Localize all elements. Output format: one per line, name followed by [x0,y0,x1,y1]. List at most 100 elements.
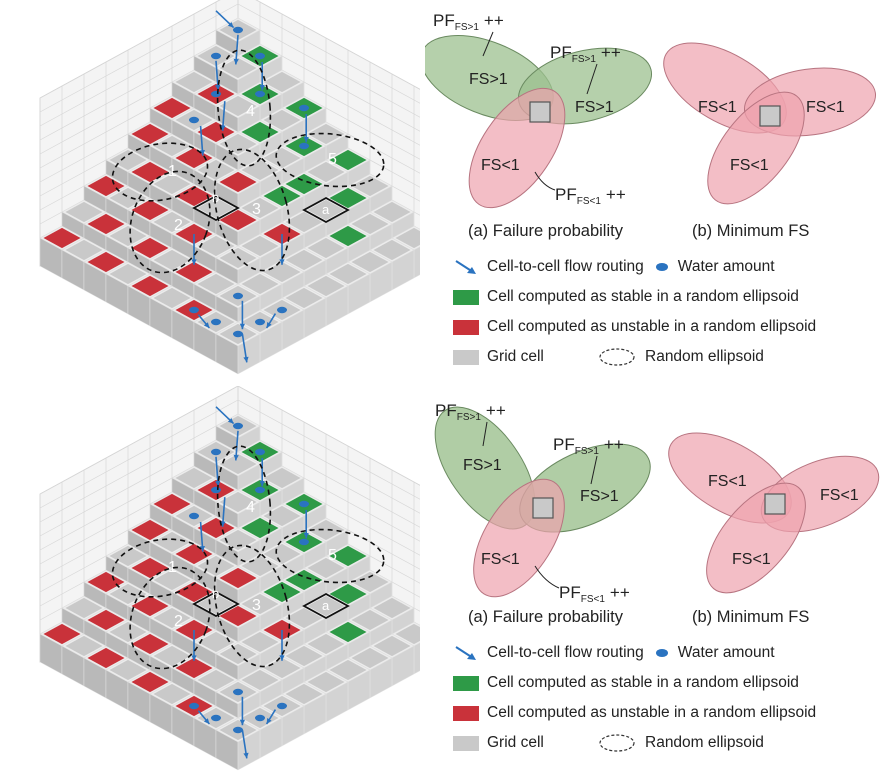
ellipsoid-label-5: 5 [328,151,337,168]
flow-arrowhead [227,22,234,28]
pf-leader-3 [534,171,556,191]
unstable-cell [197,121,235,143]
flow-arrowhead [259,85,265,91]
venn-label-fs-lt1: FS<1 [481,551,520,568]
grid-cell [351,647,389,669]
ellipsoid-label-1: 1 [168,163,177,180]
grid-cell [263,147,301,169]
stable-cell [285,173,323,195]
venn-label-fs-lt1: FS<1 [481,157,520,174]
ellipsoid-label-3: 3 [252,597,261,614]
grid-cell [219,133,257,155]
grid-cell [197,273,235,295]
grid-line [39,386,239,495]
unstable-cell [87,175,125,197]
water-drop [233,688,243,696]
ellipsoid-3 [213,148,291,272]
legend-row-flow: Cell-to-cell flow routing Water amount [453,641,775,665]
pf-fs-gt1-label-left: PFFS>1++ [433,11,504,33]
grid-cell [241,593,279,615]
water-drop [299,104,309,112]
caption-failure-probability: (a) Failure probability [468,222,623,240]
grid-cell [351,175,389,197]
grid-cell [153,249,191,271]
water-drop [233,422,243,430]
flow-arrowhead [233,454,239,461]
grid-cell [153,607,191,629]
water-drop [255,486,265,494]
grid-line [237,399,420,500]
flow-arrowhead [239,323,245,330]
grid-cell [263,109,301,131]
legend-row-stable: Cell computed as stable in a random elli… [453,285,799,309]
water-drop [211,52,221,60]
legend-flow-label: Cell-to-cell flow routing [487,258,644,275]
unstable-cell [175,185,213,207]
flow-arrow-icon [455,260,476,274]
pf-fs-lt1-label: PFFS<1++ [555,185,626,207]
stable-cell [329,545,367,567]
venn-label-fs-gt1-b: FS>1 [580,488,619,505]
flow-arrowhead [303,137,309,143]
venn-failure-probability: FS>1 FS>1 FS<1 PFFS>1++ PFFS>1++ PFFS<1+… [425,11,653,209]
highlight-cell-b [192,590,240,618]
grid-line [39,413,239,523]
grid-cell [373,635,411,657]
legend-water-label: Water amount [677,258,775,275]
grid-line [39,0,221,99]
water-drop [233,330,243,338]
grid-line [237,386,420,486]
grid-cell [307,275,345,297]
grid-cell [285,287,323,309]
grid-cell [307,557,345,579]
legend-water-label: Water amount [677,644,775,661]
ellipsoid-label-2: 2 [174,217,183,234]
grid-cell [109,659,147,681]
stable-swatch [453,675,479,691]
grid-cell [373,597,411,619]
grid-cell [197,631,235,653]
stable-cell [329,149,367,171]
legend-grid-label: Grid cell [487,734,544,751]
unstable-cell [87,647,125,669]
unstable-cell [87,251,125,273]
venn-center-cell [529,101,551,123]
water-drop [255,714,265,722]
ellipsoid-1 [111,142,209,202]
grid-line [237,17,420,118]
grid-cell [395,227,420,249]
grid-cell [241,669,279,691]
pf-fs-gt1-label-left: PFFS>1++ [435,401,506,423]
grid-cell [65,239,103,261]
flow-arrow-icon [455,646,476,660]
ellipsoid-4 [216,445,272,563]
grid-cell [109,263,147,285]
flow-arrowhead [199,546,205,552]
grid-line [237,413,420,514]
pf-fs-gt1-label-right: PFFS>1++ [553,435,624,457]
unstable-cell [131,595,169,617]
flow-arrowhead [266,322,272,328]
water-drop [189,512,199,520]
ellipsoid-2 [129,170,211,274]
unstable-cell [153,97,191,119]
unstable-swatch [453,705,479,721]
cell-label-a: a [322,598,330,613]
venn-b-label-2: FS<1 [806,99,845,116]
flow-arrowhead [279,259,285,265]
legend-ellipsoid-label: Random ellipsoid [645,734,764,751]
grid-cell [175,467,213,489]
water-drop-icon [655,649,668,657]
venn-b-label-1: FS<1 [698,99,737,116]
legend-unstable-label: Cell computed as unstable in a random el… [487,704,817,721]
grid-cell [285,211,323,233]
grid-cell [307,161,345,183]
unstable-cell [153,493,191,515]
venn-b-label-2: FS<1 [820,487,859,504]
unstable-cell [43,623,81,645]
grid-cell [351,213,389,235]
flow-arrowhead [220,125,226,131]
water-drop [255,90,265,98]
